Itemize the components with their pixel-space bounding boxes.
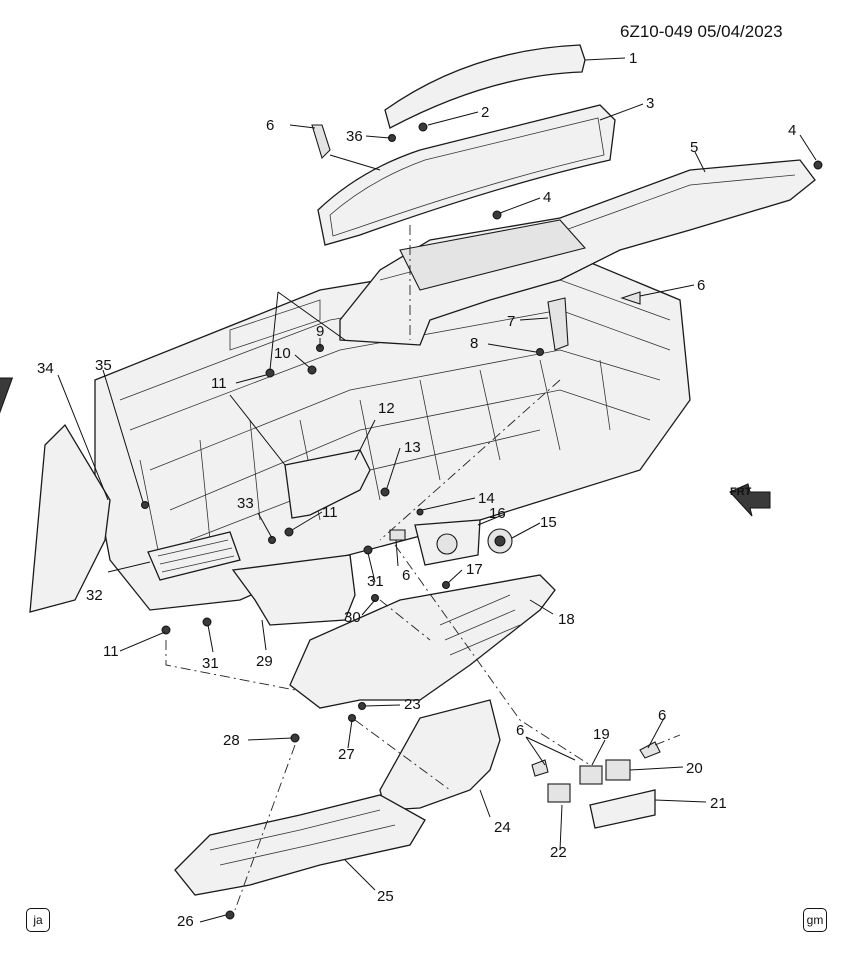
fastener-31-left <box>202 617 212 627</box>
callout-6-upper: 6 <box>266 117 274 134</box>
fasteners <box>141 122 823 920</box>
callout-6-lower-right: 6 <box>658 707 666 724</box>
callout-23: 23 <box>404 696 421 713</box>
leader-lines <box>57 57 817 923</box>
callout-31-left: 31 <box>202 655 219 672</box>
fastener-13 <box>380 487 390 497</box>
callout-15: 15 <box>540 514 557 531</box>
fastener-8 <box>536 348 544 356</box>
fastener-28 <box>290 733 300 743</box>
fastener-35 <box>141 501 149 509</box>
air-outlet <box>147 531 241 581</box>
switch-19 <box>579 765 603 785</box>
callout-12: 12 <box>378 400 395 417</box>
storage-compartment <box>231 554 356 626</box>
switch-bezel-21 <box>589 789 656 829</box>
callout-11-upper: 11 <box>211 375 227 392</box>
callout-27: 27 <box>338 746 355 763</box>
callout-7: 7 <box>507 313 515 330</box>
alignment-lines <box>165 225 681 911</box>
connector-6-lower <box>531 759 549 777</box>
callout-16: 16 <box>489 505 506 522</box>
callout-19: 19 <box>593 726 610 743</box>
callout-26: 26 <box>177 913 194 930</box>
fastener-31-right <box>363 545 373 555</box>
callout-9: 9 <box>316 323 324 340</box>
fastener-33 <box>268 536 276 544</box>
callout-14: 14 <box>478 490 495 507</box>
bracket-7 <box>547 297 569 351</box>
callout-11-mid: 11 <box>322 504 338 521</box>
bracket-hole <box>436 533 458 555</box>
callout-24: 24 <box>494 819 511 836</box>
fastener-26 <box>225 910 235 920</box>
callout-32: 32 <box>86 587 103 604</box>
connector-6-right <box>620 291 641 305</box>
speaker-grille <box>0 377 14 415</box>
diagram-reference-code: 6Z10-049 05/04/2023 <box>620 22 783 41</box>
callout-35: 35 <box>95 357 112 374</box>
callout-6-center: 6 <box>402 567 410 584</box>
callout-36: 36 <box>346 128 363 145</box>
lower-instrument-trim <box>289 574 556 709</box>
forward-label: FRT <box>730 486 752 498</box>
callout-25: 25 <box>377 888 394 905</box>
callout-2: 2 <box>481 104 489 121</box>
callout-labels: 1 2 3 4 4 5 6 6 6 6 6 7 8 9 10 11 11 11 … <box>37 50 796 930</box>
forward-direction-arrow <box>729 483 771 517</box>
callout-1: 1 <box>629 50 637 67</box>
callout-33: 33 <box>237 495 254 512</box>
lower-support-bracket <box>174 794 426 896</box>
corner-mark-right: gm <box>803 908 827 932</box>
callout-6-right: 6 <box>697 277 705 294</box>
fastener-14 <box>416 508 424 516</box>
callout-3: 3 <box>646 95 654 112</box>
connector-6-upper <box>311 124 331 160</box>
display-panel <box>317 104 616 246</box>
fastener-11-mid <box>284 527 294 537</box>
fastener-4-upper <box>813 160 823 170</box>
callout-21: 21 <box>710 795 727 812</box>
callout-28: 28 <box>223 732 240 749</box>
callout-4-upper: 4 <box>788 122 796 139</box>
callout-22: 22 <box>550 844 567 861</box>
fastener-30 <box>371 594 379 602</box>
fastener-4-center <box>492 210 502 220</box>
callout-6-lower: 6 <box>516 722 524 739</box>
upper-trim-strip <box>384 44 586 129</box>
callout-8: 8 <box>470 335 478 352</box>
control-knob-center <box>494 535 506 547</box>
fastener-17 <box>442 581 450 589</box>
upper-instrument-trim <box>339 159 816 346</box>
callout-11-lower: 11 <box>103 643 119 660</box>
callout-4-center: 4 <box>543 189 551 206</box>
switch-20 <box>605 759 631 781</box>
fastener-2 <box>418 122 428 132</box>
fastener-23 <box>358 702 366 710</box>
side-trim-panel <box>29 423 111 613</box>
callout-30: 30 <box>344 609 361 626</box>
callout-10: 10 <box>274 345 291 362</box>
callout-5: 5 <box>690 139 698 156</box>
callout-13: 13 <box>404 439 421 456</box>
glove-box-door <box>379 699 501 811</box>
callout-17: 17 <box>466 561 483 578</box>
callout-31-right: 31 <box>367 573 384 590</box>
switch-22 <box>547 783 571 803</box>
connector-6-center <box>389 529 406 541</box>
callout-20: 20 <box>686 760 703 777</box>
callout-29: 29 <box>256 653 273 670</box>
callout-34: 34 <box>37 360 54 377</box>
corner-mark-left: ja <box>26 908 50 932</box>
fastener-11-upper <box>265 368 275 378</box>
callout-18: 18 <box>558 611 575 628</box>
